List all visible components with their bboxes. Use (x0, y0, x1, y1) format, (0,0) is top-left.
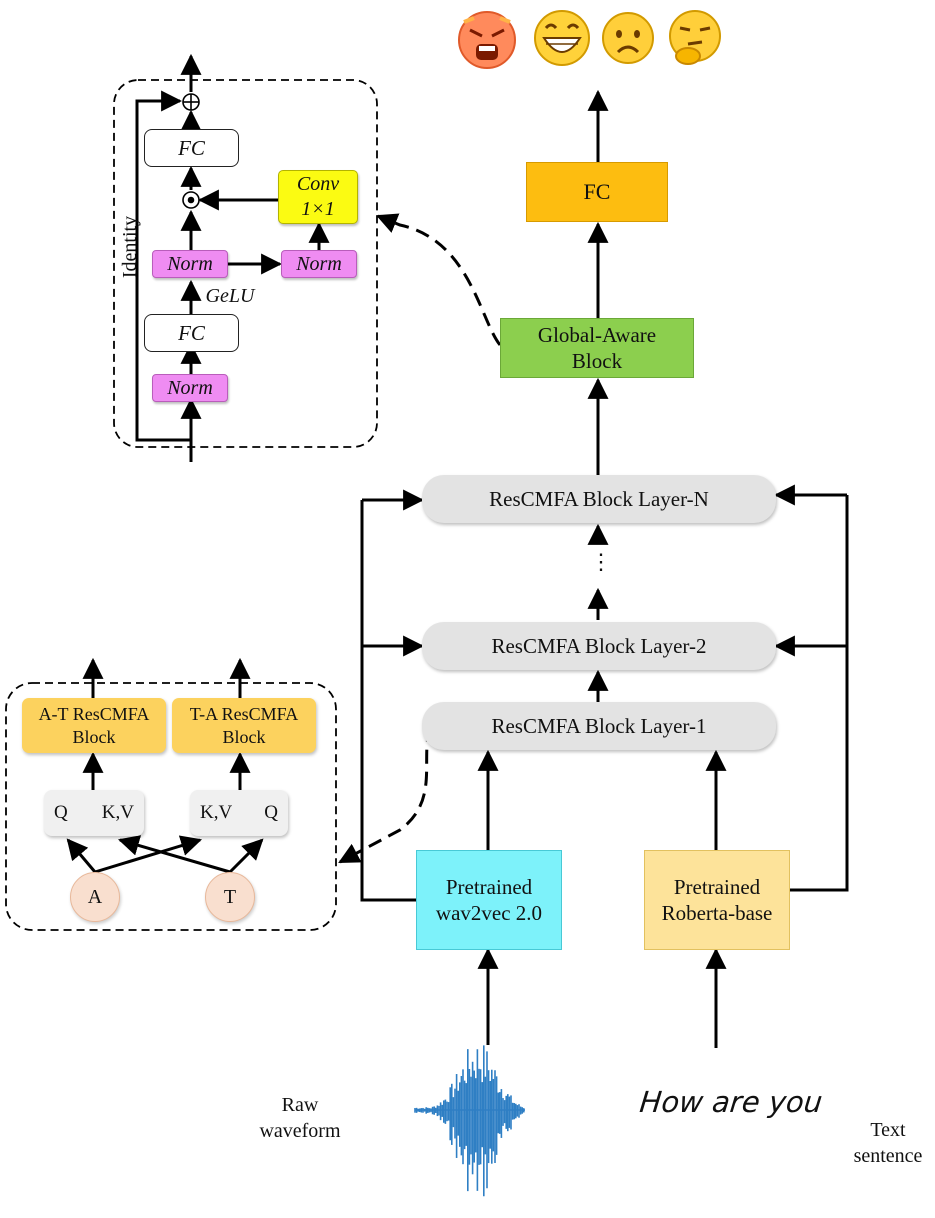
handwritten-sentence: How are you (638, 1085, 825, 1119)
ta-block-line1: T-A ResCMFA (189, 704, 299, 724)
global-aware-block: Global-Aware Block (500, 318, 694, 378)
raw-waveform-line1: Raw (281, 1094, 319, 1116)
raw-waveform-label: Raw waveform (240, 1092, 360, 1144)
layer-1-label: ResCMFA Block Layer-1 (491, 713, 707, 738)
audio-skip-rail (360, 500, 416, 902)
detail-fc-top-label: FC (178, 135, 205, 160)
rescmfa-layer-n: ResCMFA Block Layer-N (422, 475, 776, 523)
layer-n-label: ResCMFA Block Layer-N (489, 486, 709, 511)
fc-output-block: FC (526, 162, 668, 222)
multiply-operator-icon (182, 191, 200, 209)
q-left-label: Q (54, 802, 68, 824)
ta-rescmfa-block: T-A ResCMFA Block (172, 698, 316, 753)
gelu-label: GeLU (205, 285, 255, 307)
thinking-face-icon (669, 10, 721, 65)
conv-label-line1: Conv (296, 173, 340, 195)
norm-left-label: Norm (167, 252, 213, 275)
fc-output-label: FC (583, 179, 611, 205)
detail-fc-bottom-label: FC (178, 320, 205, 345)
angry-face-icon (458, 11, 516, 69)
norm-right-label: Norm (296, 252, 342, 275)
norm-bottom-label: Norm (167, 376, 213, 399)
grinning-face-icon (534, 10, 590, 66)
at-block-line1: A-T ResCMFA (38, 704, 150, 724)
detail-fc-top: FC (144, 129, 239, 167)
rescmfa-layer-1: ResCMFA Block Layer-1 (422, 702, 776, 750)
text-skip-rail (790, 495, 849, 892)
layer-ellipsis: ⋮ (590, 549, 612, 574)
norm-right-block: Norm (281, 250, 357, 278)
wav2vec-label-line1: Pretrained (445, 874, 533, 899)
conv-1x1-block: Conv 1×1 (278, 170, 358, 224)
rescmfa-layer-2: ResCMFA Block Layer-2 (422, 622, 776, 670)
conv-label-line2: 1×1 (301, 198, 335, 220)
q-right-label: Q (264, 802, 278, 824)
raw-waveform-line2: waveform (259, 1120, 341, 1142)
text-sentence-label: Text sentence (838, 1117, 935, 1169)
kv-left-label: K,V (101, 802, 134, 824)
norm-left-block: Norm (152, 250, 228, 278)
sad-face-icon (602, 12, 654, 64)
text-node-label: T (223, 885, 237, 908)
at-rescmfa-block: A-T ResCMFA Block (22, 698, 166, 753)
roberta-label-line2: Roberta-base (661, 901, 773, 925)
global-aware-label-line2: Block (571, 349, 623, 373)
roberta-label-line1: Pretrained (673, 874, 761, 899)
ta-block-line2: Block (222, 726, 266, 747)
pretrained-roberta-block: Pretrained Roberta-base (644, 850, 790, 950)
qkv-left-block: Q K,V (44, 790, 144, 836)
pretrained-wav2vec-block: Pretrained wav2vec 2.0 (416, 850, 562, 950)
global-aware-label-line1: Global-Aware (537, 322, 657, 347)
norm-bottom-block: Norm (152, 374, 228, 402)
detail-fc-bottom: FC (144, 314, 239, 352)
kv-right-label: K,V (200, 802, 233, 824)
at-block-line2: Block (72, 726, 116, 747)
identity-label: Identity (119, 215, 141, 279)
text-sentence-line2: sentence (853, 1145, 923, 1167)
rescmfa-detail-frame (5, 682, 337, 931)
layer-2-label: ResCMFA Block Layer-2 (491, 633, 707, 658)
wav2vec-label-line2: wav2vec 2.0 (435, 901, 543, 925)
audio-node-a: A (70, 872, 120, 922)
global-aware-detail-frame (113, 79, 378, 448)
dashed-link-gab-detail (376, 213, 502, 346)
waveform-icon (414, 1045, 525, 1197)
text-sentence-line1: Text (870, 1119, 906, 1141)
audio-node-label: A (87, 885, 103, 908)
qkv-right-block: K,V Q (190, 790, 288, 836)
dashed-link-layer1-detail (338, 727, 432, 864)
add-operator-icon (182, 93, 200, 111)
text-node-t: T (205, 872, 255, 922)
